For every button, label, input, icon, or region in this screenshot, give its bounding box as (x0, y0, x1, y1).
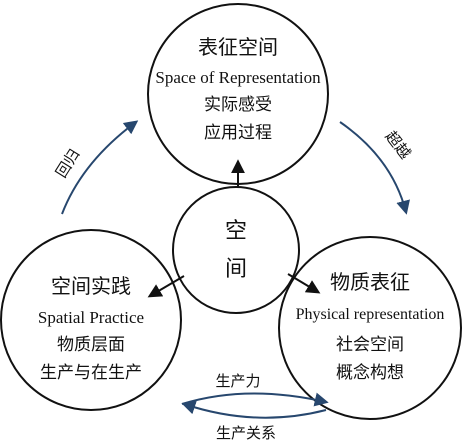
arrow-relations-of-production (181, 400, 327, 419)
left-title: 空间实践 (51, 274, 131, 298)
top-title: 表征空间 (198, 35, 278, 59)
center-circle (172, 186, 300, 314)
top-line2: 应用过程 (204, 123, 272, 143)
top-circle (147, 3, 329, 185)
label-transcend: 超越 (382, 128, 415, 163)
left-line2: 生产与在生产 (40, 363, 142, 383)
label-relations-of-production: 生产关系 (216, 424, 276, 442)
left-circle (0, 229, 182, 411)
arrow-center-to-right (287, 273, 321, 294)
top-subtitle: Space of Representation (155, 68, 321, 87)
arrow-left-to-top (61, 120, 139, 215)
left-line1: 物质层面 (57, 335, 125, 355)
right-circle (278, 236, 462, 420)
right-line2: 概念构想 (336, 362, 404, 383)
left-subtitle: Spatial Practice (38, 308, 144, 327)
center-char1: 空 (225, 219, 247, 244)
center-char2: 间 (225, 257, 247, 282)
right-subtitle: Physical representation (296, 306, 445, 323)
right-line1: 社会空间 (336, 335, 404, 355)
top-line1: 实际感受 (204, 95, 272, 115)
arrow-center-to-left (147, 275, 185, 298)
arrow-productive-forces (181, 392, 329, 407)
arrow-top-to-right (339, 121, 410, 215)
label-productive-forces: 生产力 (215, 372, 260, 390)
right-title: 物质表征 (330, 270, 410, 294)
label-return: 回归 (52, 146, 83, 181)
